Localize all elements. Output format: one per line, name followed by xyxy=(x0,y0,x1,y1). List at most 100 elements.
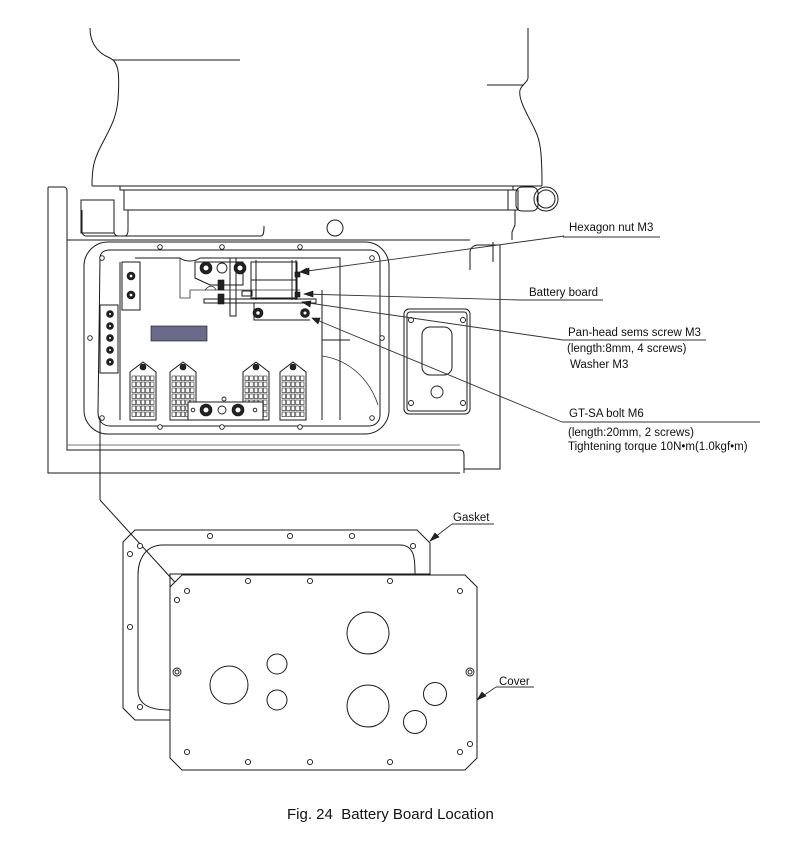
connector-pin xyxy=(290,387,296,393)
cover-cutouts xyxy=(209,611,447,734)
connector-pin xyxy=(295,393,300,399)
connector-pin xyxy=(263,375,268,381)
connector-pin xyxy=(131,393,136,399)
connector-pin xyxy=(253,387,259,393)
connector-pin xyxy=(171,381,176,387)
connector-pin xyxy=(140,393,146,399)
connector-pin xyxy=(145,375,150,381)
connector-pin xyxy=(263,387,268,393)
connector-pin xyxy=(295,411,300,417)
connector-pin xyxy=(290,375,296,381)
connector-pin xyxy=(140,381,146,387)
connector-pin xyxy=(249,381,254,387)
connector-block-1 xyxy=(129,361,157,421)
connector-pin xyxy=(171,405,176,411)
connector-pin xyxy=(176,375,181,381)
connector-pin xyxy=(281,387,286,393)
label-pan-head-screw-detail: (length:8mm, 4 screws) xyxy=(567,343,687,355)
connector-pin xyxy=(136,411,141,417)
figure-caption: Fig. 24 Battery Board Location xyxy=(287,806,494,823)
connector-pin xyxy=(281,375,286,381)
connector-pin xyxy=(286,375,291,381)
connector-pin xyxy=(176,387,181,393)
connector-pin xyxy=(131,387,136,393)
connector-block-2 xyxy=(169,361,197,421)
gasket-cover-leaders xyxy=(429,523,534,701)
connector-pin xyxy=(300,387,305,393)
connector-pin xyxy=(150,387,155,393)
compartment-holes xyxy=(87,244,385,430)
connector-pin xyxy=(263,393,268,399)
label-cover: Cover xyxy=(499,676,530,688)
connector-pin xyxy=(180,381,186,387)
connector-pin xyxy=(263,411,268,417)
connector-pin xyxy=(150,375,155,381)
connector-pin xyxy=(171,411,176,417)
connector-pin xyxy=(136,387,141,393)
connector-pin xyxy=(150,399,155,405)
connector-block-4 xyxy=(279,361,307,421)
connector-pin xyxy=(140,411,146,417)
connector-pin xyxy=(281,393,286,399)
connector-pin xyxy=(263,399,268,405)
connector-pin xyxy=(263,405,268,411)
connector-pin xyxy=(263,381,268,387)
connector-pin xyxy=(180,411,186,417)
connector-pin xyxy=(176,411,181,417)
connector-pin xyxy=(176,399,181,405)
connector-pin xyxy=(286,393,291,399)
connector-pin xyxy=(145,399,150,405)
connector-pin xyxy=(253,375,259,381)
connector-pin xyxy=(258,381,263,387)
connector-pin xyxy=(258,387,263,393)
connector-pin xyxy=(140,387,146,393)
connector-pin xyxy=(131,381,136,387)
connector-pin xyxy=(300,393,305,399)
connector-pin xyxy=(171,375,176,381)
connector-pin xyxy=(281,381,286,387)
connector-pin xyxy=(286,381,291,387)
connector-pin xyxy=(176,405,181,411)
connector-pin xyxy=(249,375,254,381)
connector-pin xyxy=(295,405,300,411)
connector-pin xyxy=(190,375,195,381)
connector-pin xyxy=(286,405,291,411)
connector-pin xyxy=(180,387,186,393)
connector-pin xyxy=(150,411,155,417)
label-pan-head-screw: Pan-head sems screw M3 xyxy=(568,327,701,339)
connector-pin xyxy=(253,381,259,387)
connector-pin xyxy=(249,387,254,393)
connector-pin xyxy=(295,375,300,381)
connector-pin xyxy=(140,405,146,411)
connector-pin xyxy=(249,393,254,399)
connector-pin xyxy=(253,393,259,399)
label-gt-sa-bolt: GT-SA bolt M6 xyxy=(569,408,644,420)
connector-pin xyxy=(136,393,141,399)
leader-lines xyxy=(99,235,760,591)
connector-pin xyxy=(244,375,249,381)
label-gasket: Gasket xyxy=(453,512,490,524)
connector-pin xyxy=(244,387,249,393)
connector-pin xyxy=(136,375,141,381)
connector-pin xyxy=(244,393,249,399)
connector-pin xyxy=(295,381,300,387)
cover-plate xyxy=(169,574,478,771)
connector-pin xyxy=(185,375,190,381)
connector-pin xyxy=(171,393,176,399)
connector-pin xyxy=(131,399,136,405)
connector-pin xyxy=(190,387,195,393)
connector-pin xyxy=(171,399,176,405)
connector-pin xyxy=(145,411,150,417)
connector-pin xyxy=(131,405,136,411)
label-hexagon-nut: Hexagon nut M3 xyxy=(569,222,653,234)
controller-frame xyxy=(47,186,501,474)
connector-pin xyxy=(131,411,136,417)
connector-pin xyxy=(286,411,291,417)
connector-pin xyxy=(185,381,190,387)
connector-pin xyxy=(176,381,181,387)
connector-pin xyxy=(176,393,181,399)
robot-housing xyxy=(80,27,559,240)
connector-pin xyxy=(145,387,150,393)
connector-pin xyxy=(281,411,286,417)
